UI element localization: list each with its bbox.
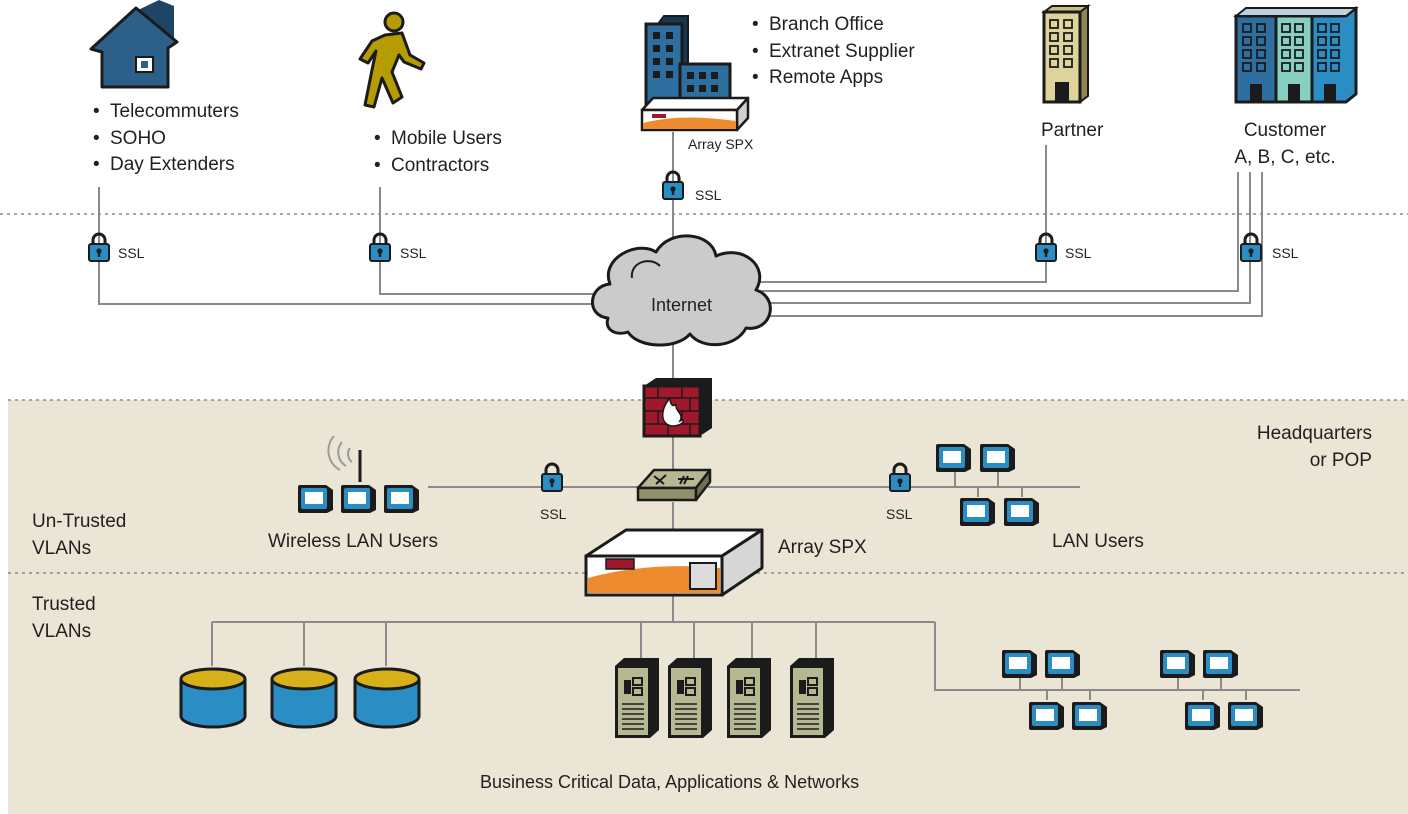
customer-buildings-icon	[1233, 6, 1359, 104]
customer-label-line2: A, B, C, etc.	[1234, 146, 1336, 168]
partner-building-icon	[1041, 4, 1091, 104]
hq-zone	[8, 400, 1408, 814]
firewall-icon	[642, 378, 712, 438]
wireless-antenna-icon	[327, 435, 362, 482]
array-spx-small-icon	[640, 96, 750, 132]
home-user-item: Day Extenders	[91, 152, 239, 179]
database-icon	[179, 667, 247, 729]
ssl-label: SSL	[695, 187, 722, 203]
array-spx-main-label: Array SPX	[778, 537, 867, 558]
untrusted-label-line1: Un-Trusted	[32, 511, 127, 532]
ssl-label: SSL	[1272, 245, 1299, 261]
ssl-label: SSL	[118, 245, 145, 261]
headquarters-label-line1: Headquarters	[1256, 423, 1372, 444]
customer-label: Customer A, B, C, etc.	[1226, 118, 1344, 171]
trusted-label-line2: VLANs	[32, 620, 92, 642]
trusted-terminal-icon	[1045, 650, 1080, 678]
server-icon	[726, 657, 772, 739]
wireless-terminal-icon	[384, 485, 419, 513]
partner-label: Partner	[1041, 120, 1104, 141]
server-icon	[667, 657, 713, 739]
link-mobile	[379, 187, 620, 295]
lan-users-label: LAN Users	[1052, 531, 1144, 552]
walking-person-icon	[358, 11, 426, 109]
lan-terminal-icon	[960, 498, 995, 526]
link-home	[98, 187, 620, 305]
home-users-list: Telecommuters SOHO Day Extenders	[91, 99, 239, 179]
array-spx-appliance-icon	[584, 528, 764, 597]
lan-terminal-icon	[1004, 498, 1039, 526]
wireless-lan-users-label: Wireless LAN Users	[268, 531, 438, 552]
database-icon	[353, 667, 421, 729]
ssl-label: SSL	[540, 506, 567, 522]
mobile-user-item: Contractors	[372, 153, 502, 180]
trusted-terminal-icon	[1029, 702, 1064, 730]
trusted-label-line1: Trusted	[32, 594, 96, 615]
mobile-user-item: Mobile Users	[372, 126, 502, 153]
headquarters-label: Headquarters or POP	[1210, 421, 1372, 474]
trusted-terminal-icon	[1185, 702, 1220, 730]
branch-item: Extranet Supplier	[750, 39, 915, 66]
ssl-label: SSL	[1065, 245, 1092, 261]
lan-terminal-icon	[936, 444, 971, 472]
home-user-item: SOHO	[91, 126, 239, 153]
branch-list: Branch Office Extranet Supplier Remote A…	[750, 12, 915, 92]
trusted-terminal-icon	[1203, 650, 1238, 678]
switch-icon	[636, 468, 712, 502]
branch-item: Remote Apps	[750, 65, 915, 92]
server-icon	[789, 657, 835, 739]
internet-label: Internet	[651, 295, 713, 315]
untrusted-vlans-label: Un-Trusted VLANs	[32, 509, 126, 562]
database-icon	[270, 667, 338, 729]
trusted-terminal-icon	[1160, 650, 1195, 678]
link-customer-c	[760, 172, 1263, 317]
link-partner	[760, 145, 1047, 283]
business-critical-label: Business Critical Data, Applications & N…	[480, 772, 860, 792]
trusted-terminal-icon	[1072, 702, 1107, 730]
array-spx-branch-label: Array SPX	[688, 136, 754, 152]
customer-label-line1: Customer	[1243, 120, 1327, 141]
trusted-terminal-icon	[1002, 650, 1037, 678]
mobile-users-list: Mobile Users Contractors	[372, 126, 502, 179]
lan-terminal-icon	[980, 444, 1015, 472]
ssl-label: SSL	[886, 506, 913, 522]
link-customer-b	[760, 172, 1251, 304]
trusted-vlans-label: Trusted VLANs	[32, 592, 96, 645]
house-icon	[89, 0, 179, 89]
headquarters-label-line2: or POP	[1309, 449, 1372, 471]
ssl-label: SSL	[400, 245, 427, 261]
untrusted-label-line2: VLANs	[32, 537, 92, 559]
wireless-terminal-icon	[341, 485, 376, 513]
link-customer-a	[760, 172, 1239, 292]
trusted-terminal-icon	[1228, 702, 1263, 730]
home-user-item: Telecommuters	[91, 99, 239, 126]
server-icon	[614, 657, 660, 739]
wireless-terminal-icon	[298, 485, 333, 513]
internet-cloud-icon	[591, 234, 772, 347]
branch-item: Branch Office	[750, 12, 915, 39]
